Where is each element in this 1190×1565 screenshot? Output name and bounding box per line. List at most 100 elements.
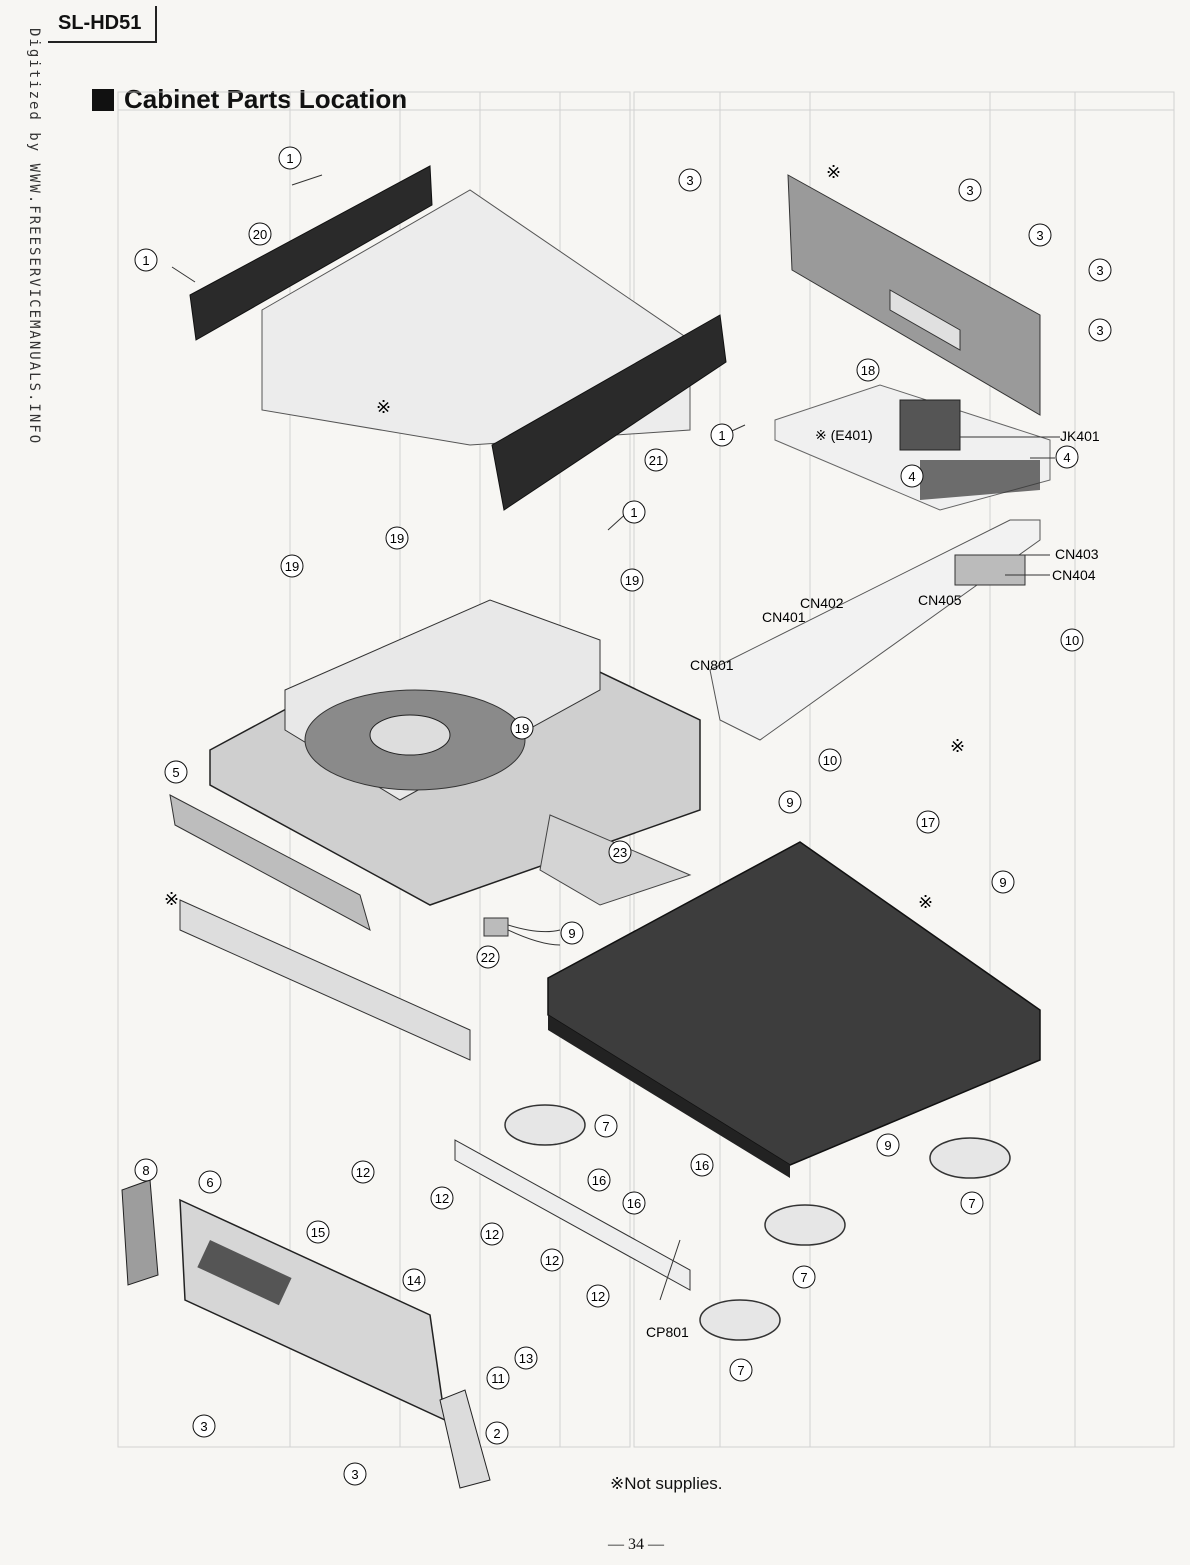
callout-19c: 19 — [621, 569, 643, 591]
callout-23: 23 — [609, 841, 631, 863]
svg-text:2: 2 — [493, 1426, 500, 1441]
svg-text:19: 19 — [625, 573, 639, 588]
svg-text:3: 3 — [1096, 323, 1103, 338]
svg-text:19: 19 — [515, 721, 529, 736]
label-cn405: CN405 — [918, 592, 962, 608]
svg-text:7: 7 — [968, 1196, 975, 1211]
callout-12a: 12 — [352, 1161, 374, 1183]
callout-12d: 12 — [541, 1249, 563, 1271]
label-cn404: CN404 — [1052, 567, 1096, 583]
button-rail — [455, 1140, 690, 1290]
svg-text:9: 9 — [568, 926, 575, 941]
callout-10a: 10 — [1061, 629, 1083, 651]
callout-7a: 7 — [595, 1115, 617, 1137]
callout-8: 8 — [135, 1159, 157, 1181]
callout-19a: 19 — [386, 527, 408, 549]
label-cn401: CN401 — [762, 609, 806, 625]
svg-text:12: 12 — [591, 1289, 605, 1304]
svg-text:3: 3 — [686, 173, 693, 188]
svg-text:12: 12 — [485, 1227, 499, 1242]
callout-1c: 1 — [711, 424, 733, 446]
svg-text:9: 9 — [884, 1138, 891, 1153]
svg-text:16: 16 — [627, 1196, 641, 1211]
svg-text:10: 10 — [823, 753, 837, 768]
callout-14: 14 — [403, 1269, 425, 1291]
svg-text:3: 3 — [1096, 263, 1103, 278]
callout-12c: 12 — [481, 1223, 503, 1245]
connector-22 — [484, 918, 560, 945]
svg-text:7: 7 — [602, 1119, 609, 1134]
svg-text:7: 7 — [800, 1270, 807, 1285]
label-cn801: CN801 — [690, 657, 734, 673]
svg-text:1: 1 — [142, 253, 149, 268]
callout-3f: 3 — [193, 1415, 215, 1437]
callout-11: 11 — [487, 1367, 509, 1389]
callout-15: 15 — [307, 1221, 329, 1243]
callout-4b: 4 — [901, 465, 923, 487]
svg-text:4: 4 — [908, 469, 915, 484]
callout-12e: 12 — [587, 1285, 609, 1307]
svg-text:6: 6 — [206, 1175, 213, 1190]
svg-text:12: 12 — [356, 1165, 370, 1180]
svg-text:19: 19 — [390, 531, 404, 546]
svg-text:10: 10 — [1065, 633, 1079, 648]
callout-3b: 3 — [959, 179, 981, 201]
callout-3d: 3 — [1089, 259, 1111, 281]
jack-pcb — [775, 385, 1050, 510]
svg-text:1: 1 — [630, 505, 637, 520]
callout-10b: 10 — [819, 749, 841, 771]
svg-text:21: 21 — [649, 453, 663, 468]
callout-1b: 1 — [135, 249, 157, 271]
footnote-not-supplies: ※Not supplies. — [610, 1474, 723, 1494]
svg-text:7: 7 — [737, 1363, 744, 1378]
page-number: — 34 — — [608, 1536, 664, 1554]
svg-text:14: 14 — [407, 1273, 421, 1288]
callout-21: 21 — [645, 449, 667, 471]
svg-text:11: 11 — [491, 1371, 505, 1386]
label-jk401: JK401 — [1060, 428, 1100, 444]
callout-12b: 12 — [431, 1187, 453, 1209]
not-supplied-mark-5: ※ — [918, 892, 933, 912]
callout-3g: 3 — [344, 1463, 366, 1485]
svg-text:18: 18 — [861, 363, 875, 378]
callout-6: 6 — [199, 1171, 221, 1193]
label-e401: ※ (E401) — [815, 427, 873, 443]
callout-22: 22 — [477, 946, 499, 968]
callout-2: 2 — [486, 1422, 508, 1444]
callout-1d: 1 — [623, 501, 645, 523]
svg-text:8: 8 — [142, 1163, 149, 1178]
svg-text:5: 5 — [172, 765, 179, 780]
svg-text:16: 16 — [695, 1158, 709, 1173]
svg-text:4: 4 — [1063, 450, 1070, 465]
svg-text:17: 17 — [921, 815, 935, 830]
callout-16a: 16 — [588, 1169, 610, 1191]
svg-text:1: 1 — [718, 428, 725, 443]
svg-text:3: 3 — [200, 1419, 207, 1434]
callout-9d: 9 — [877, 1134, 899, 1156]
svg-text:3: 3 — [966, 183, 973, 198]
callout-18: 18 — [857, 359, 879, 381]
callout-19b: 19 — [281, 555, 303, 577]
lower-rail — [180, 900, 470, 1060]
callout-3c: 3 — [1029, 224, 1051, 246]
callout-13: 13 — [515, 1347, 537, 1369]
svg-text:1: 1 — [286, 151, 293, 166]
svg-text:22: 22 — [481, 950, 495, 965]
svg-text:9: 9 — [786, 795, 793, 810]
not-supplied-mark-2: ※ — [376, 397, 391, 417]
svg-text:3: 3 — [351, 1467, 358, 1482]
callout-19d: 19 — [511, 717, 533, 739]
svg-text:3: 3 — [1036, 228, 1043, 243]
label-cn402: CN402 — [800, 595, 844, 611]
callout-5: 5 — [165, 761, 187, 783]
svg-text:9: 9 — [999, 875, 1006, 890]
not-supplied-mark-4: ※ — [164, 889, 179, 909]
callout-3e: 3 — [1089, 319, 1111, 341]
callout-17: 17 — [917, 811, 939, 833]
svg-text:23: 23 — [613, 845, 627, 860]
callout-4a: 4 — [1056, 446, 1078, 468]
svg-text:12: 12 — [545, 1253, 559, 1268]
callout-1a: 1 — [279, 147, 301, 169]
callout-3a: 3 — [679, 169, 701, 191]
